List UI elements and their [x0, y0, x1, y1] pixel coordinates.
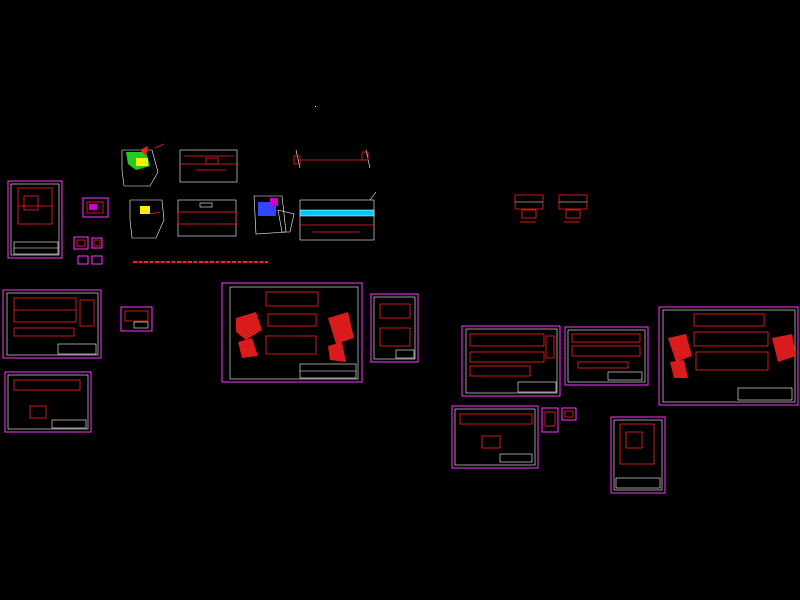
- bar-top-view[interactable]: [177, 199, 237, 237]
- sheet-left-3[interactable]: [4, 371, 92, 433]
- sheet-right-2[interactable]: [564, 326, 649, 386]
- detail-view-b[interactable]: [558, 194, 588, 223]
- shaft-side-view[interactable]: [293, 149, 371, 169]
- sheet-right-main[interactable]: [658, 306, 799, 406]
- sheet-right-1[interactable]: [461, 325, 561, 397]
- detail-views-right[interactable]: [514, 194, 588, 223]
- sheet-left-1[interactable]: [7, 180, 63, 259]
- stray-point: [315, 106, 316, 107]
- top-part-views[interactable]: [121, 143, 377, 263]
- sheet-right-4[interactable]: [610, 416, 666, 494]
- sheet-center-side[interactable]: [370, 293, 419, 363]
- sheet-left-small-3[interactable]: [120, 306, 153, 332]
- bar-front-view[interactable]: [179, 149, 238, 183]
- iso-part-view-1[interactable]: [121, 143, 165, 187]
- iso-part-view-3[interactable]: [253, 195, 295, 235]
- iso-part-view-2[interactable]: [129, 199, 165, 239]
- sheet-left-small-1[interactable]: [82, 197, 109, 218]
- sheet-left-2[interactable]: [2, 289, 102, 359]
- sheet-center-main[interactable]: [221, 282, 363, 383]
- sheet-left-small-2[interactable]: [73, 236, 103, 265]
- sheet-right-3[interactable]: [451, 405, 539, 469]
- detail-view-a[interactable]: [514, 194, 544, 223]
- assembly-side-view[interactable]: [299, 191, 377, 241]
- sheet-right-small[interactable]: [541, 407, 577, 433]
